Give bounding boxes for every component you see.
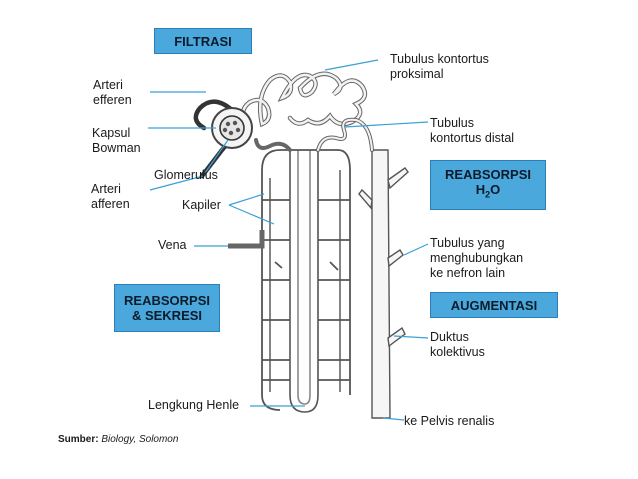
arteri-aferen-line1: Arteri xyxy=(91,182,121,196)
reabsorpsi-sekresi-box: REABSORPSI & SEKRESI xyxy=(114,284,220,332)
reabsorpsi-h2o-line1: REABSORPSI xyxy=(445,167,531,183)
arteri-eferen-line2: efferen xyxy=(93,93,132,107)
kapsul-bowman-line1: Kapsul xyxy=(92,126,131,140)
label-kapsul-bowman: Kapsul Bowman xyxy=(92,126,141,156)
arteri-aferen-line2: afferen xyxy=(91,197,130,211)
reabsorpsi-h2o-line2: H2O xyxy=(476,182,501,203)
h2o-h: H xyxy=(475,182,486,198)
label-tubulus-penghubung: Tubulus yang menghubungkan ke nefron lai… xyxy=(430,236,523,281)
h2o-subscript: 2 xyxy=(485,189,491,200)
label-tubulus-distal: Tubulus kontortus distal xyxy=(430,116,514,146)
filtrasi-box: FILTRASI xyxy=(154,28,252,54)
reabsorpsi-sekresi-line1: REABSORPSI xyxy=(124,293,210,308)
label-pelvis-renalis: ke Pelvis renalis xyxy=(404,414,495,428)
arteri-eferen-line1: Arteri xyxy=(93,78,123,92)
augmentasi-box: AUGMENTASI xyxy=(430,292,558,318)
source-credit: Sumber: Biology, Solomon xyxy=(58,434,178,445)
tubulus-penghubung-line2: menghubungkan xyxy=(430,251,524,265)
tubulus-penghubung-line3: ke nefron lain xyxy=(430,266,506,280)
tubulus-distal-line2: kontortus distal xyxy=(430,131,515,145)
label-arteri-aferen: Arteri afferen xyxy=(91,182,130,212)
label-duktus-kolektivus: Duktus kolektivus xyxy=(430,330,485,360)
vein xyxy=(228,230,265,249)
proximal-tubule xyxy=(240,71,368,133)
filtrasi-label: FILTRASI xyxy=(174,33,232,49)
loop-of-henle xyxy=(289,150,319,413)
tubulus-proksimal-line1: Tubulus kontortus xyxy=(390,52,489,66)
tubulus-distal-line1: Tubulus xyxy=(430,116,475,130)
tubulus-penghubung-line1: Tubulus yang xyxy=(430,236,505,250)
leader-lines xyxy=(148,59,429,421)
duktus-line1: Duktus xyxy=(430,330,469,344)
label-vena: Vena xyxy=(158,238,187,252)
label-lengkung-henle: Lengkung Henle xyxy=(148,398,240,412)
reabsorpsi-h2o-box: REABSORPSI H2O xyxy=(430,160,546,210)
reabsorpsi-sekresi-line2: & SEKRESI xyxy=(131,308,203,323)
label-tubulus-proksimal: Tubulus kontortus proksimal xyxy=(390,52,489,82)
label-glomerulus: Glomerulus xyxy=(154,168,218,182)
distal-tubule xyxy=(254,117,374,152)
tubulus-proksimal-line2: proksimal xyxy=(390,67,444,81)
label-arteri-eferen: Arteri efferen xyxy=(93,78,132,108)
bowman-capsule xyxy=(211,107,253,149)
peritubular-capillaries xyxy=(261,149,351,411)
label-kapiler: Kapiler xyxy=(182,198,221,212)
source-ref: Biology, Solomon xyxy=(101,434,179,445)
collecting-duct xyxy=(358,149,409,419)
kapsul-bowman-line2: Bowman xyxy=(92,141,141,155)
h2o-o: O xyxy=(490,182,501,198)
duktus-line2: kolektivus xyxy=(430,345,485,359)
source-prefix: Sumber: xyxy=(58,434,99,445)
glomerulus-tuft xyxy=(222,120,241,136)
augmentasi-label: AUGMENTASI xyxy=(450,297,538,313)
